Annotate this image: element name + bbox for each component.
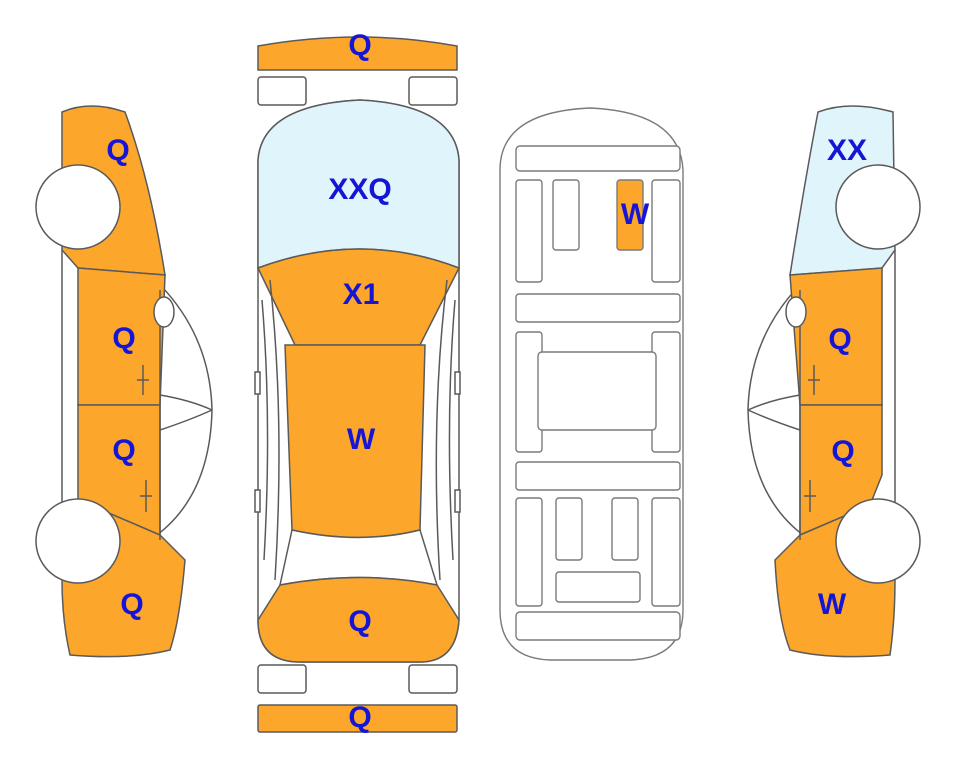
- left-rear-quarter-label: Q: [120, 588, 144, 621]
- rear-bumper-label: Q: [348, 701, 372, 734]
- trunk-label: Q: [348, 605, 372, 638]
- left-headlight: [257, 76, 307, 106]
- left-side-view: [35, 105, 213, 658]
- right-rear-wheel: [835, 498, 921, 584]
- underbody-front-bar: [515, 145, 681, 172]
- underbody-slot-left: [552, 179, 580, 251]
- right-mirror-side: [785, 296, 807, 328]
- trunk-panel[interactable]: [257, 576, 460, 663]
- left-front-door-label: Q: [112, 322, 136, 355]
- left-door-handle: [254, 489, 261, 513]
- underbody-label: W: [620, 198, 650, 231]
- right-front-wheel: [835, 164, 921, 250]
- right-body-line: [799, 250, 896, 540]
- right-headlight: [408, 76, 458, 106]
- right-front-door-label: Q: [828, 323, 852, 356]
- underbody-rear-slot-left: [555, 497, 583, 561]
- roof-label: W: [346, 423, 376, 456]
- right-side-contour: [435, 279, 456, 581]
- left-mirror: [254, 371, 261, 395]
- right-mirror: [454, 371, 461, 395]
- left-body-line: [61, 250, 161, 540]
- left-rear-door-label: Q: [112, 434, 136, 467]
- left-rear-handle: [140, 480, 152, 512]
- underbody-crossmember-2: [515, 461, 681, 491]
- left-rear-wheel: [35, 498, 121, 584]
- underbody-rail-left: [515, 179, 543, 283]
- left-side-window-line: [159, 394, 213, 431]
- underbody-damaged-panel[interactable]: [616, 179, 644, 251]
- underbody-crossmember-1: [515, 293, 681, 323]
- right-rear-quarter-label: W: [817, 588, 847, 621]
- rear-window: [279, 529, 439, 586]
- left-taillight: [257, 664, 307, 694]
- right-rear-door-label: Q: [831, 435, 855, 468]
- right-front-handle: [808, 365, 820, 395]
- underbody-view: [499, 107, 684, 661]
- underbody-rear-slot-right: [611, 497, 639, 561]
- underbody-rear-bar: [515, 611, 681, 641]
- underbody-rail-right: [651, 179, 681, 283]
- right-windshield-side-label: XX: [826, 134, 868, 167]
- left-side-contour: [261, 279, 280, 581]
- front-bumper-panel[interactable]: [257, 36, 458, 71]
- top-view: [254, 36, 461, 733]
- hood-panel[interactable]: [256, 248, 461, 346]
- rear-bumper-panel[interactable]: [257, 704, 458, 733]
- underbody-center-panel: [537, 351, 657, 431]
- underbody-rear-rail-right: [651, 497, 681, 607]
- windshield-label: XXQ: [328, 173, 392, 206]
- left-front-wheel: [35, 164, 121, 250]
- right-side-view: [747, 105, 921, 658]
- left-front-handle: [137, 365, 149, 395]
- underbody-rear-crossbar: [555, 571, 641, 603]
- right-door-handle: [454, 489, 461, 513]
- right-rear-handle: [804, 480, 816, 512]
- right-side-window-line: [747, 394, 801, 431]
- front-bumper-label: Q: [348, 29, 372, 62]
- right-taillight: [408, 664, 458, 694]
- left-front-fender-label: Q: [106, 134, 130, 167]
- left-mirror-side: [153, 296, 175, 328]
- underbody-rear-rail-left: [515, 497, 543, 607]
- hood-label: X1: [342, 278, 380, 311]
